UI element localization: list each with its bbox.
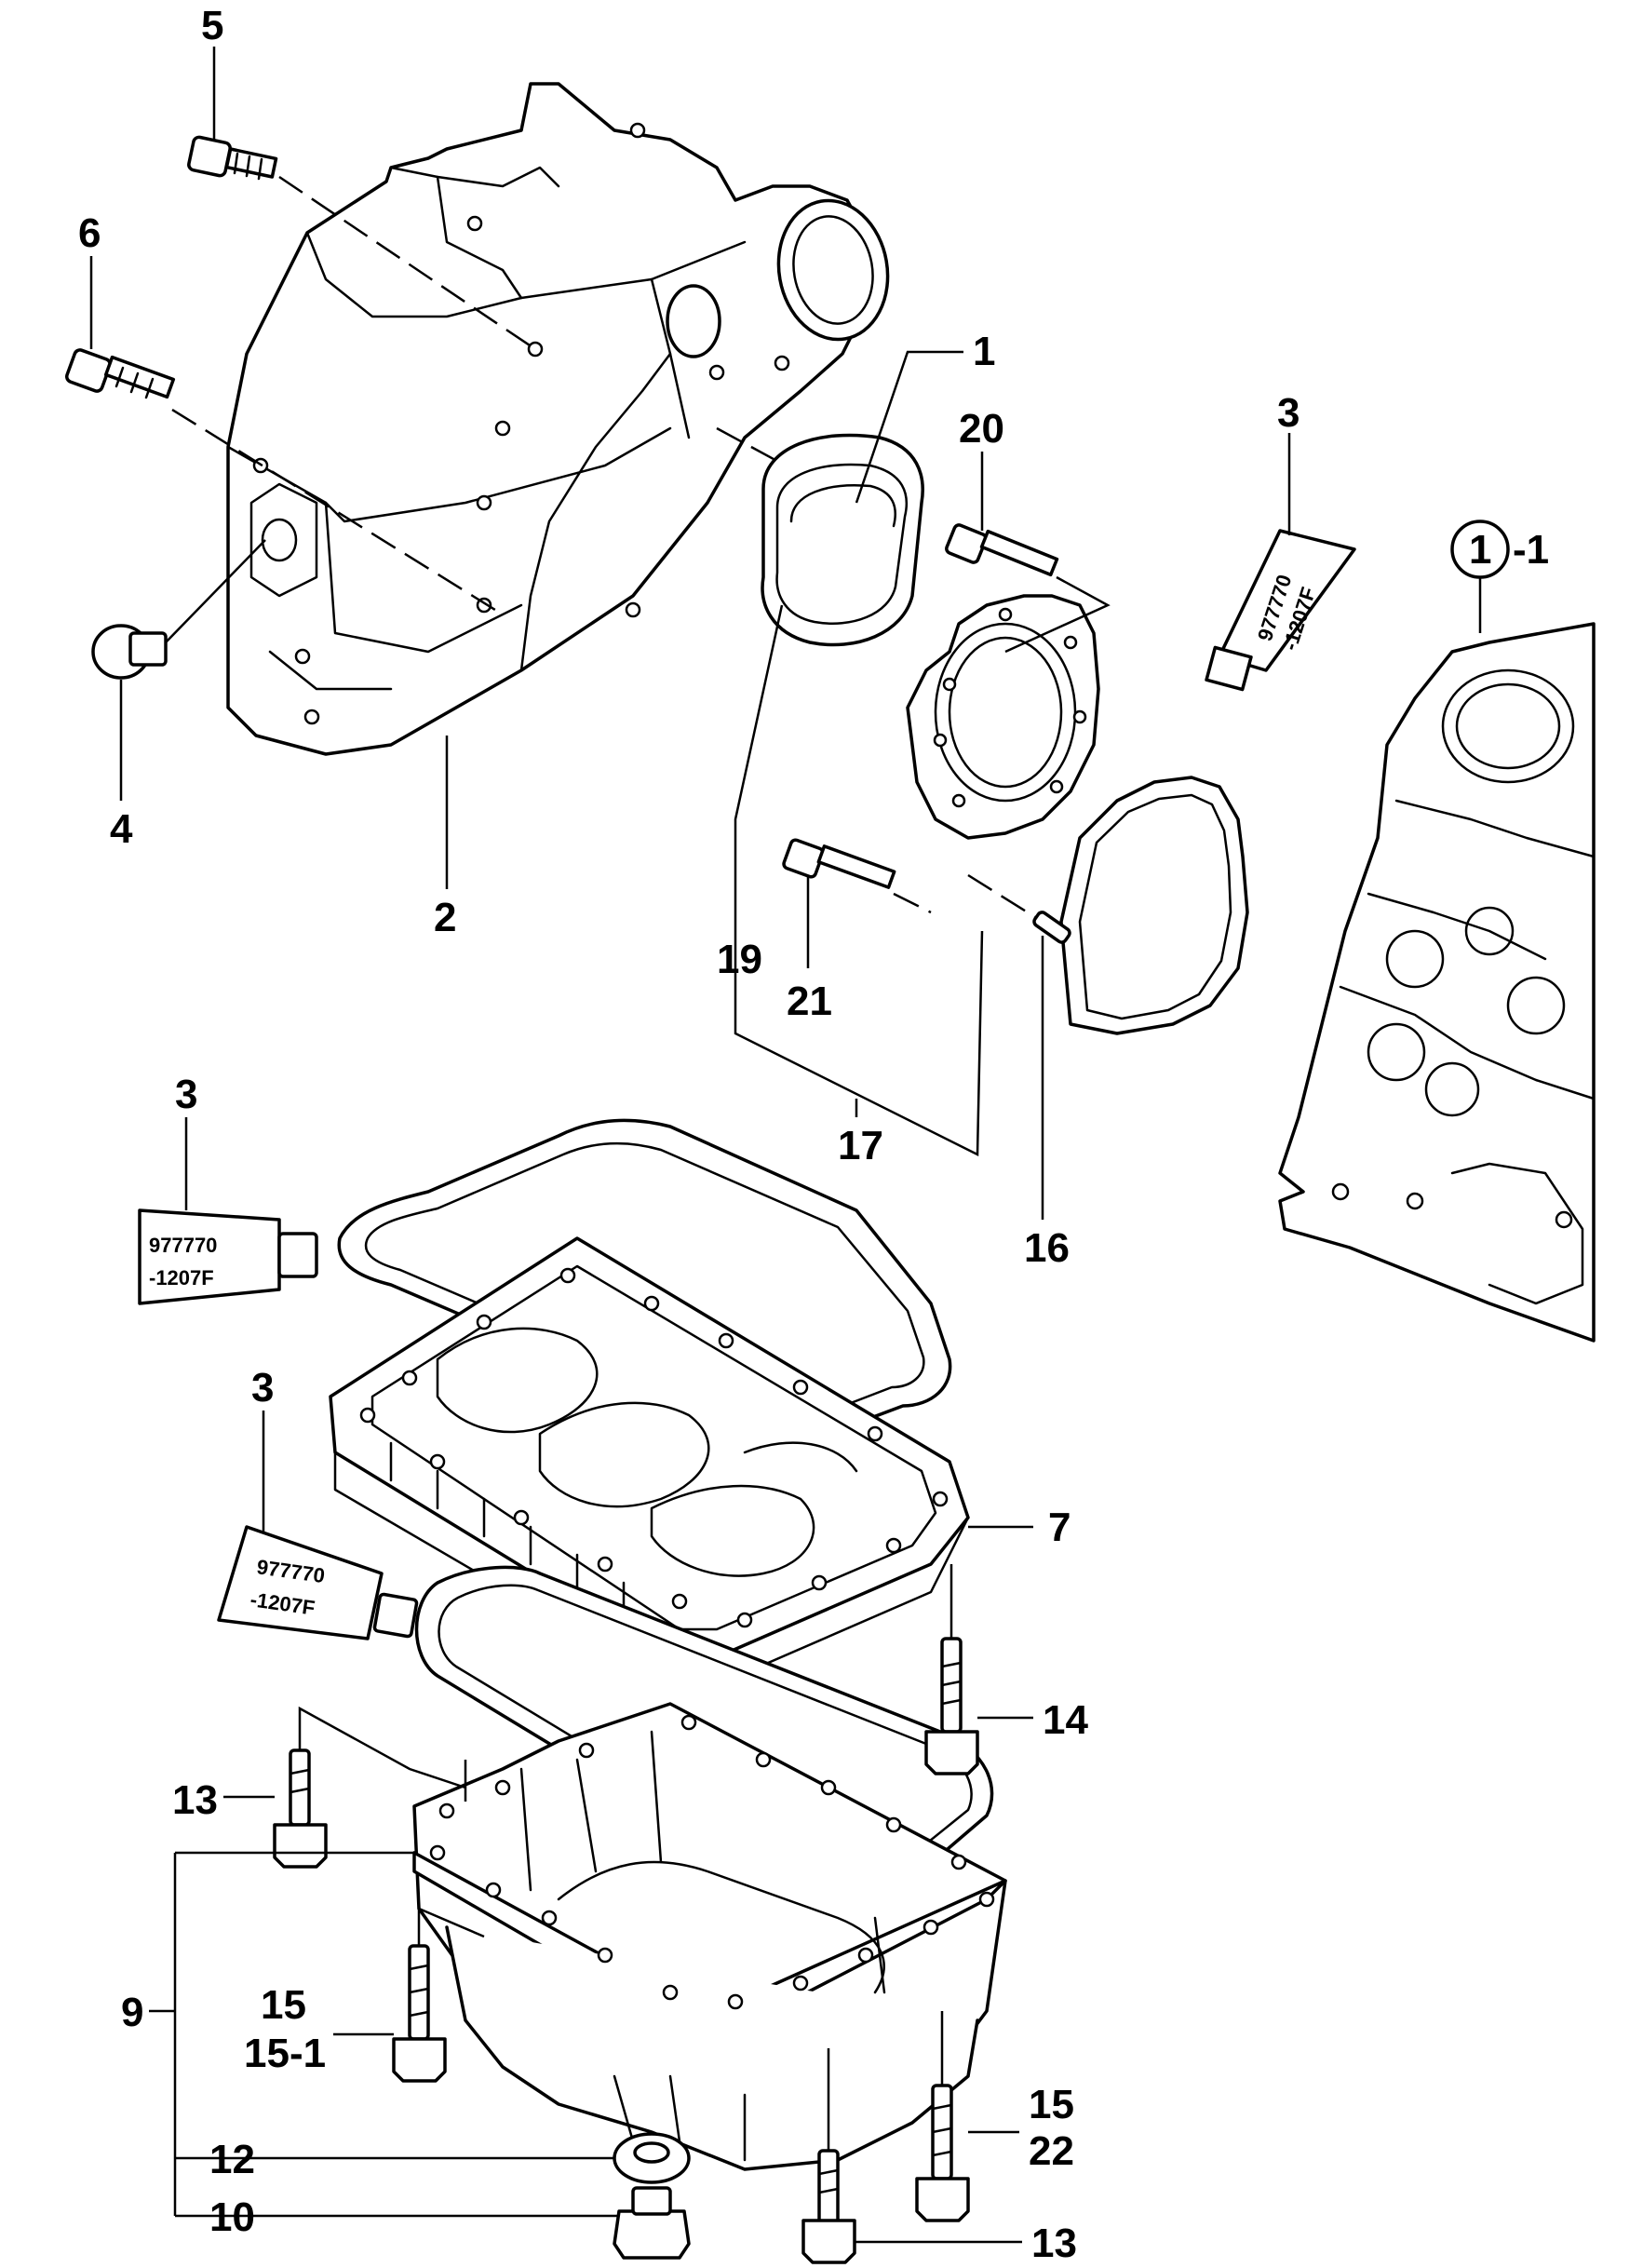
bolt-13-lower	[801, 2149, 856, 2264]
callout-7: 7	[1048, 1505, 1071, 1550]
callout-13-lower: 13	[1031, 2221, 1077, 2266]
bolt-15-left-guide	[417, 1907, 485, 1946]
oil-pan-adapter-7	[329, 1236, 970, 1687]
callout-15-1: 15-1	[244, 2031, 326, 2076]
cylinder-block	[1278, 622, 1596, 1343]
bolt-20	[945, 523, 1059, 577]
callout-6: 6	[78, 210, 101, 256]
bolt-6	[64, 348, 176, 399]
oil-pan-9	[412, 1702, 1007, 2171]
pin-16-guide	[967, 873, 1036, 919]
washer-12	[613, 2132, 691, 2184]
callout-10: 10	[209, 2194, 255, 2240]
bolt-15-left	[392, 1944, 447, 2083]
callout-labels: 5 6 1 20 3 1 -1 4 2 19 21 17 16 3 3 7 14…	[78, 3, 1549, 2266]
callout-16: 16	[1024, 1225, 1070, 1271]
callout-14: 14	[1043, 1697, 1088, 1743]
sealant-tube-mid-left: 977770 -1207F	[138, 1208, 318, 1305]
bolt-14	[924, 1637, 979, 1775]
callout-9: 9	[121, 1990, 143, 2035]
oil-seal-19	[761, 433, 924, 647]
bolt-5-guide	[278, 175, 536, 351]
bolt-6-guide	[171, 408, 504, 616]
bolt-13-upper-guide	[298, 1706, 467, 1802]
leader-lines	[89, 47, 1482, 2244]
sealant-tube-top-right: 977770 -1207F	[1205, 529, 1356, 692]
callout-1: 1	[973, 329, 995, 374]
callout-15-left: 15	[261, 1982, 306, 2028]
sealant-tube-lower-left: 977770 -1207F	[217, 1525, 419, 1640]
bolt-21-guide	[893, 892, 932, 914]
bolt-5	[187, 135, 278, 181]
retainer-gasket	[1059, 776, 1249, 1035]
callout-5: 5	[201, 3, 223, 48]
tube-code-mid: 977770	[149, 1234, 217, 1257]
callout-12: 12	[209, 2137, 255, 2182]
callout-3-mid: 3	[175, 1072, 197, 1117]
tube-suffix-mid: -1207F	[149, 1266, 214, 1289]
plug-4-guide	[165, 539, 266, 643]
bolt-13-upper	[273, 1748, 328, 1869]
callout-20: 20	[959, 406, 1004, 452]
callout-22: 22	[1029, 2128, 1074, 2174]
drain-plug-10	[613, 2186, 691, 2260]
flywheel-housing	[226, 82, 890, 756]
bolt-15-22-right	[915, 2084, 970, 2222]
reference-circle-number: 1	[1469, 527, 1491, 573]
callout-2: 2	[434, 895, 456, 940]
reference-circle	[1450, 520, 1510, 579]
bolt-21	[782, 838, 896, 889]
callout-3-top: 3	[1277, 390, 1300, 436]
plug-4	[91, 624, 168, 680]
callout-15-right: 15	[1029, 2082, 1074, 2127]
callout-21: 21	[787, 979, 832, 1024]
oil-seal-retainer	[906, 594, 1100, 840]
reference-suffix: -1	[1513, 527, 1549, 573]
callout-19: 19	[717, 937, 762, 982]
dowel-pin-16	[1032, 911, 1071, 944]
callout-4: 4	[110, 806, 133, 852]
bolt-20-guide	[1004, 575, 1111, 654]
callout-17: 17	[838, 1123, 883, 1168]
callout-3-lower: 3	[251, 1365, 274, 1411]
callout-13-upper: 13	[172, 1777, 218, 1823]
